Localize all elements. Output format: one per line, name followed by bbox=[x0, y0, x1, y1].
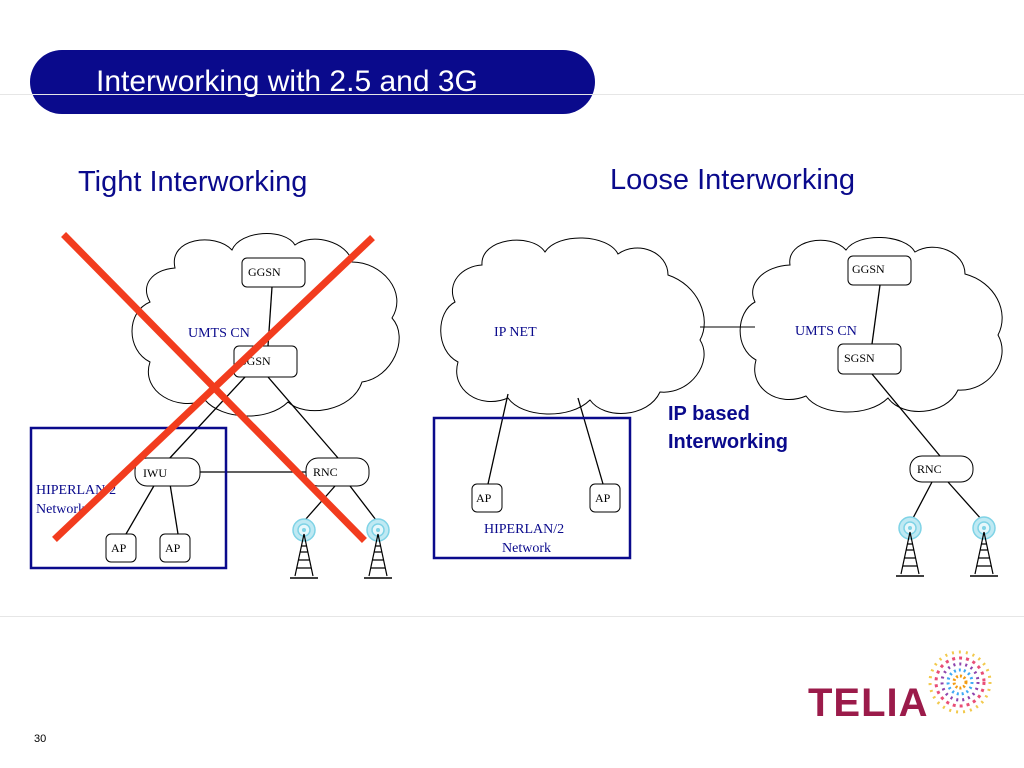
tight-iwu-node: IWU bbox=[134, 457, 201, 487]
loose-rnc-label: RNC bbox=[917, 462, 942, 476]
tight-ap-label-1: AP bbox=[111, 541, 127, 555]
loose-links bbox=[487, 284, 983, 521]
title-banner: Interworking with 2.5 and 3G bbox=[30, 50, 595, 114]
tight-umts-cn-label: UMTS CN bbox=[188, 326, 250, 341]
ip-net-cloud bbox=[440, 237, 705, 415]
top-divider bbox=[0, 94, 1024, 95]
ip-based-line-2: Interworking bbox=[668, 431, 789, 453]
loose-ggsn-node: GGSN bbox=[847, 255, 912, 286]
loose-ap-label-1: AP bbox=[476, 491, 492, 505]
loose-sgsn-label: SGSN bbox=[844, 351, 875, 365]
loose-hiperlan-box bbox=[432, 416, 632, 560]
tight-ap-label-2: AP bbox=[165, 541, 181, 555]
slide-title: Interworking with 2.5 and 3G bbox=[96, 65, 478, 98]
tight-ggsn-node: GGSN bbox=[241, 257, 306, 288]
tight-rnc-label: RNC bbox=[313, 465, 338, 479]
tight-ap-node-2: AP bbox=[159, 533, 191, 563]
loose-hiperlan-label: HIPERLAN/2 bbox=[484, 522, 564, 537]
tight-links bbox=[125, 286, 377, 535]
tight-hiperlan-box bbox=[29, 426, 228, 570]
tight-rnc-node: RNC bbox=[305, 457, 370, 487]
loose-interworking-heading: Loose Interworking bbox=[610, 164, 856, 196]
tight-iwu-label: IWU bbox=[143, 466, 167, 480]
loose-antenna-2 bbox=[969, 516, 999, 577]
tight-ap-node-1: AP bbox=[105, 533, 137, 563]
tight-hiperlan-label: HIPERLAN/2 bbox=[36, 483, 116, 498]
tight-ggsn-label: GGSN bbox=[248, 265, 281, 279]
telia-logo: TELIA bbox=[800, 640, 1000, 730]
ip-based-note: IP based Interworking bbox=[668, 400, 788, 456]
tight-network-label: Network bbox=[36, 502, 85, 517]
bottom-divider bbox=[0, 616, 1024, 617]
loose-network-label: Network bbox=[502, 541, 551, 556]
loose-umts-cloud bbox=[739, 237, 1003, 413]
ip-based-line-1: IP based bbox=[668, 403, 750, 425]
loose-antenna-1 bbox=[895, 516, 925, 577]
ip-net-label: IP NET bbox=[494, 325, 537, 340]
loose-sgsn-node: SGSN bbox=[837, 343, 902, 375]
loose-rnc-node: RNC bbox=[909, 455, 974, 483]
telia-sun-icon bbox=[928, 650, 992, 714]
red-cross-icon bbox=[52, 232, 375, 543]
tight-antenna-1 bbox=[289, 518, 319, 579]
loose-ap-node-1: AP bbox=[471, 483, 503, 513]
loose-umts-cn-label: UMTS CN bbox=[795, 324, 857, 339]
loose-ggsn-label: GGSN bbox=[852, 262, 885, 276]
page-number: 30 bbox=[34, 733, 47, 745]
telia-wordmark: TELIA bbox=[808, 681, 929, 725]
loose-ap-node-2: AP bbox=[589, 483, 621, 513]
tight-antenna-2 bbox=[363, 518, 393, 579]
tight-interworking-heading: Tight Interworking bbox=[78, 166, 308, 198]
loose-ap-label-2: AP bbox=[595, 491, 611, 505]
